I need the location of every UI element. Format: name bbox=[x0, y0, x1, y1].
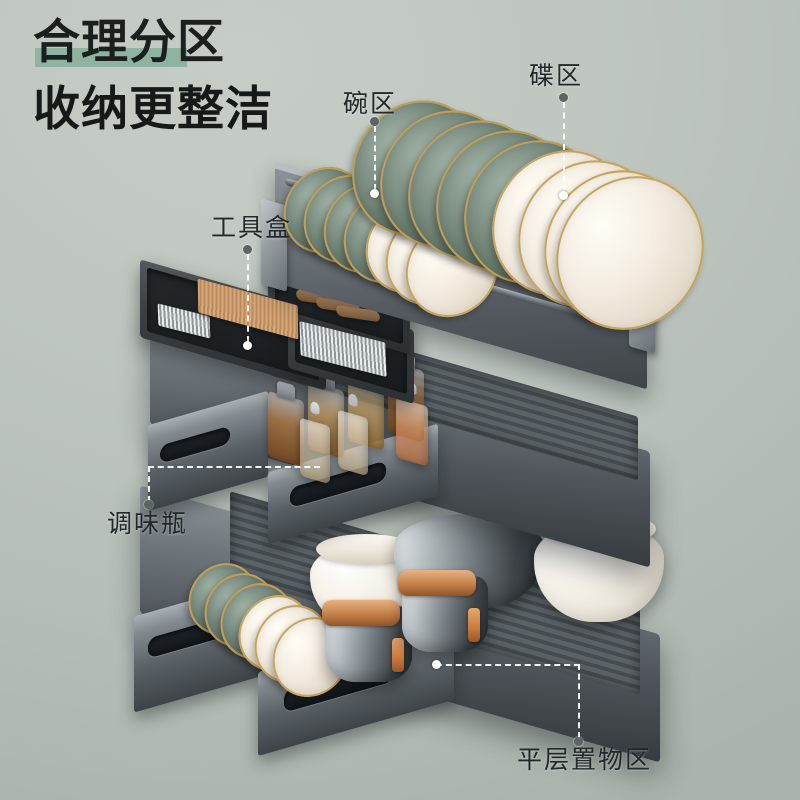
spice-bottle-front bbox=[396, 380, 428, 467]
spice-bottle-front bbox=[338, 392, 368, 477]
headline-line-2: 收纳更整洁 bbox=[33, 85, 273, 132]
moka-pot-handle bbox=[468, 608, 480, 642]
callout-flat-storage-label: 平层置物区 bbox=[517, 746, 653, 774]
callout-bowl-zone-label: 碗区 bbox=[343, 90, 398, 118]
headline-line-1: 合理分区 bbox=[33, 15, 273, 68]
moka-pot-lid bbox=[322, 600, 400, 626]
tool-box-dot bbox=[243, 245, 252, 254]
callout-tool-box-label: 工具盒 bbox=[211, 214, 293, 242]
callout-flat-storage: 平层置物区 bbox=[517, 740, 652, 776]
flat-storage-anchor bbox=[432, 660, 441, 669]
tool-box-leader bbox=[247, 254, 249, 342]
headline-block: 合理分区 收纳更整洁 bbox=[33, 18, 273, 132]
plate-zone-anchor bbox=[559, 191, 568, 200]
flat-storage-leader-v bbox=[578, 664, 580, 738]
tool-box-anchor bbox=[243, 341, 252, 350]
plate-zone-leader bbox=[563, 102, 565, 192]
callout-spice-bottle-label: 调味瓶 bbox=[107, 510, 189, 538]
bowl-zone-leader bbox=[374, 126, 376, 190]
callout-tool-box: 工具盒 bbox=[211, 208, 292, 244]
bowl-zone-anchor bbox=[370, 189, 379, 198]
spice-bottle bbox=[268, 380, 304, 468]
spice-bottle-dot bbox=[144, 500, 153, 509]
callout-bowl-zone: 碗区 bbox=[343, 84, 397, 120]
callout-plate-zone-label: 碟区 bbox=[529, 62, 584, 90]
moka-pot-handle bbox=[392, 638, 404, 672]
spice-bottle-leader-h bbox=[148, 466, 320, 468]
moka-pot-lid bbox=[398, 570, 476, 596]
flat-storage-leader-h bbox=[436, 664, 580, 666]
spice-bottle-leader-v bbox=[148, 466, 150, 502]
dish-rack-tier bbox=[255, 87, 713, 390]
plate-zone-dot bbox=[559, 93, 568, 102]
bowl-zone-dot bbox=[370, 117, 379, 126]
callout-spice-bottle: 调味瓶 bbox=[107, 504, 188, 540]
spice-bottle-front bbox=[300, 400, 330, 485]
headline-line-1-text: 合理分区 bbox=[33, 15, 225, 68]
callout-plate-zone: 碟区 bbox=[529, 56, 583, 92]
headline-line-2-text: 收纳更整洁 bbox=[33, 82, 273, 135]
drawer-handle[interactable] bbox=[160, 425, 230, 464]
flat-storage-dot bbox=[574, 737, 583, 746]
